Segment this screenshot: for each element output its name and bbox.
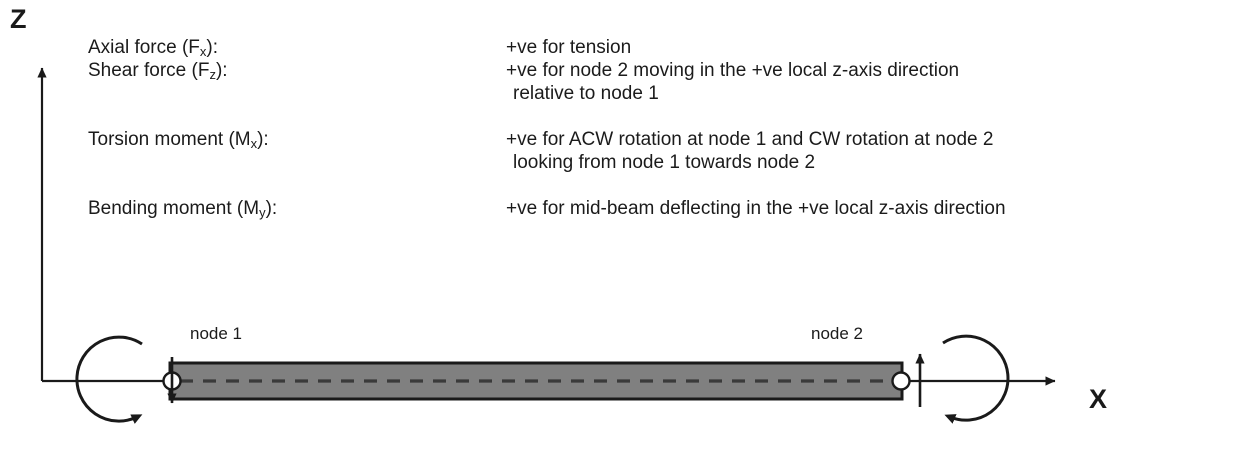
node-2-label: node 2 — [811, 324, 863, 343]
legend-term-tail: ): — [215, 60, 228, 81]
legend-term-subscript: x — [199, 44, 207, 59]
legend-row: Bending moment (My): +ve for mid-beam de… — [88, 197, 1188, 220]
legend-term-text: Axial force (F — [88, 37, 200, 58]
legend-desc-shear-force: +ve for node 2 moving in the +ve local z… — [506, 60, 960, 81]
legend-term-tail: ): — [257, 129, 269, 150]
legend-desc-bending-moment: +ve for mid-beam deflecting in the +ve l… — [506, 198, 1006, 219]
legend-row: Axial force (Fx): +ve for tension — [88, 36, 1188, 59]
x-axis-label: X — [1089, 384, 1108, 414]
torsion-moment-arrow-node-1 — [75, 335, 143, 424]
legend-term-text: Shear force (F — [88, 60, 210, 81]
legend-term-tail: ): — [206, 37, 219, 58]
legend-term-bending-moment: Bending moment (My): — [88, 197, 277, 221]
legend-desc-axial-force: +ve for tension — [506, 37, 632, 58]
torsion-moment-arrow-node-2 — [942, 334, 1010, 424]
legend-row-continuation: relative to node 1 — [88, 82, 1188, 105]
legend-term-tail: ): — [265, 198, 278, 219]
legend-term-axial-force: Axial force (Fx): — [88, 36, 218, 60]
legend-term-text: Torsion moment (M — [88, 129, 251, 150]
legend-desc-torsion-moment-cont: looking from node 1 towards node 2 — [513, 152, 816, 173]
legend-desc-shear-force-cont: relative to node 1 — [513, 83, 659, 104]
legend-row-continuation: looking from node 1 towards node 2 — [88, 151, 1188, 174]
z-axis-label: Z — [10, 4, 27, 34]
legend-term-subscript: z — [209, 67, 216, 82]
legend-term-torsion-moment: Torsion moment (Mx): — [88, 128, 269, 152]
legend-row: Torsion moment (Mx): +ve for ACW rotatio… — [88, 128, 1188, 151]
legend-desc-torsion-moment: +ve for ACW rotation at node 1 and CW ro… — [506, 129, 994, 150]
legend-term-subscript: y — [259, 205, 266, 220]
legend-term-shear-force: Shear force (Fz): — [88, 59, 228, 83]
sign-convention-legend: Axial force (Fx): +ve for tension Shear … — [88, 36, 1188, 220]
legend-term-subscript: x — [250, 136, 258, 151]
legend-row: Shear force (Fz): +ve for node 2 moving … — [88, 59, 1188, 82]
legend-term-text: Bending moment (M — [88, 198, 260, 219]
node-1-label: node 1 — [190, 324, 242, 343]
node-2-marker — [891, 371, 911, 391]
